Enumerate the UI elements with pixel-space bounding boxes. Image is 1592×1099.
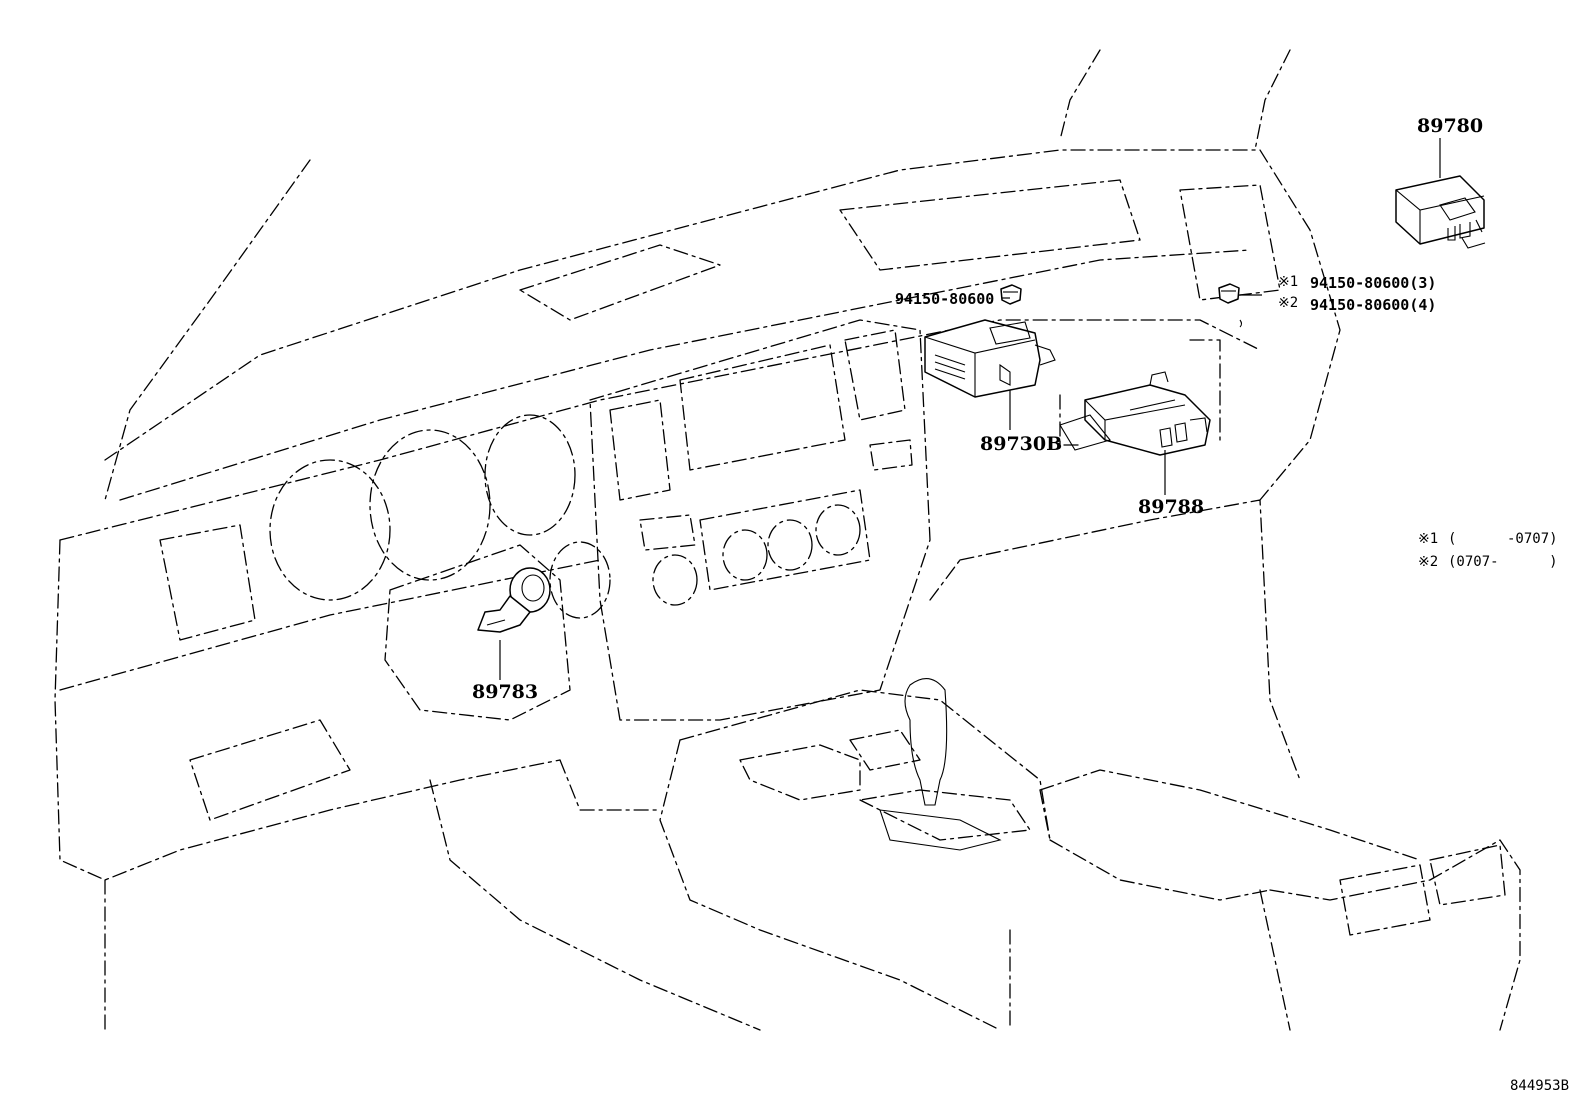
mark-1: ※1: [1278, 274, 1298, 290]
note-1-text: ( -0707): [1448, 531, 1558, 547]
label-89788: 89788: [1138, 496, 1204, 518]
module-89730b: [924, 319, 1056, 398]
label-89783: 89783: [472, 681, 538, 703]
module-89783: [477, 567, 551, 633]
nut-left: [1000, 284, 1022, 305]
leader-lines: [499, 138, 1441, 680]
module-89788: [1059, 371, 1211, 456]
figure-id: 844953B: [1510, 1078, 1569, 1094]
label-nut-right-2: 94150-80600(4): [1310, 296, 1436, 314]
mark-2: ※2: [1278, 295, 1298, 311]
label-nut-left: 94150-80600: [895, 290, 994, 308]
label-nut-right-1: 94150-80600(3): [1310, 274, 1436, 292]
note-1-mark: ※1: [1418, 531, 1438, 547]
label-89730b: 89730B: [980, 433, 1062, 455]
dashboard-outline: [54, 49, 1521, 1031]
note-2-mark: ※2: [1418, 554, 1438, 570]
label-89780: 89780: [1417, 115, 1483, 137]
module-89780: [1395, 175, 1486, 249]
nut-right: [1218, 283, 1243, 328]
note-2-text: (0707- ): [1448, 554, 1558, 570]
